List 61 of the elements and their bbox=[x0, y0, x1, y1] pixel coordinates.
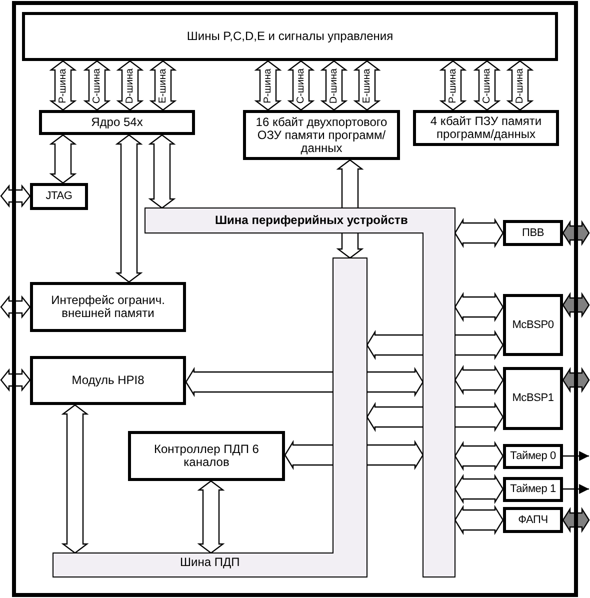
double-arrow bbox=[61, 404, 89, 554]
signal-arrow bbox=[563, 451, 589, 461]
double-arrow bbox=[0, 184, 31, 208]
module-box bbox=[503, 220, 563, 246]
double-arrow bbox=[115, 134, 143, 283]
module-box bbox=[413, 110, 559, 146]
edge-label: C-шина bbox=[296, 68, 306, 104]
double-arrow bbox=[49, 134, 77, 184]
edge-label: D-шина bbox=[328, 68, 340, 104]
module-label: Таймер 1 bbox=[509, 483, 557, 496]
edge-label: D-шина bbox=[514, 68, 526, 104]
double-arrow bbox=[454, 364, 504, 396]
double-arrow bbox=[454, 504, 504, 536]
edge-label: C-шина bbox=[482, 68, 492, 104]
edge-label: P-шина bbox=[58, 68, 68, 103]
edge-label: E-шина bbox=[362, 68, 372, 103]
module-box bbox=[30, 282, 186, 332]
double-arrow bbox=[148, 134, 176, 209]
module-label: ПВВ bbox=[521, 226, 545, 240]
port-arrow bbox=[562, 220, 590, 246]
module-label: Модуль HPI8 bbox=[70, 374, 146, 387]
double-arrow bbox=[454, 474, 504, 504]
module-label: Интерфейс огранич. внешней памяти bbox=[50, 294, 166, 320]
module-label: 4 кбайт ПЗУ памяти программ/данных bbox=[429, 115, 543, 141]
module-box bbox=[128, 431, 285, 481]
edge-label: D-шина bbox=[124, 68, 136, 104]
edge-label: P-шина bbox=[262, 68, 274, 103]
double-arrow bbox=[0, 295, 31, 319]
module-label: ФАПЧ bbox=[517, 514, 549, 526]
module-box bbox=[503, 444, 563, 469]
port-arrow bbox=[562, 292, 590, 318]
module-box bbox=[503, 507, 563, 533]
edge-label: C-шина bbox=[92, 68, 102, 104]
signal-arrow bbox=[563, 484, 589, 494]
module-label: Контроллер ПДП 6 каналов bbox=[153, 443, 260, 469]
module-label: Таймер 0 bbox=[509, 450, 557, 463]
module-box bbox=[30, 356, 186, 405]
module-box bbox=[503, 294, 563, 356]
module-box bbox=[22, 12, 558, 61]
module-box bbox=[39, 110, 195, 135]
module-box bbox=[503, 477, 563, 502]
module-label: McBSP1 bbox=[511, 392, 555, 405]
module-label: 16 кбайт двухпортового ОЗУ памяти программ/ данных bbox=[254, 116, 388, 154]
double-arrow bbox=[454, 292, 504, 322]
module-box bbox=[243, 110, 400, 160]
module-label: Ядро 54x bbox=[90, 116, 144, 129]
double-arrow bbox=[0, 368, 31, 392]
edge-label: E-шина bbox=[158, 68, 168, 103]
module-label: Шины P,C,D,E и сигналы управления bbox=[186, 30, 394, 43]
module-box bbox=[30, 183, 88, 210]
module-label: JTAG bbox=[44, 190, 74, 203]
port-arrow bbox=[562, 506, 590, 534]
port-arrow bbox=[562, 366, 590, 394]
double-arrow bbox=[454, 440, 504, 472]
double-arrow bbox=[454, 218, 504, 248]
module-label: McBSP0 bbox=[511, 318, 555, 332]
module-box bbox=[503, 367, 563, 430]
bus-label: Шина ПДП bbox=[180, 555, 240, 569]
double-arrow bbox=[197, 480, 225, 554]
bus-label: Шина периферийных устройств bbox=[215, 213, 408, 227]
edge-label: P-шина bbox=[448, 68, 458, 103]
